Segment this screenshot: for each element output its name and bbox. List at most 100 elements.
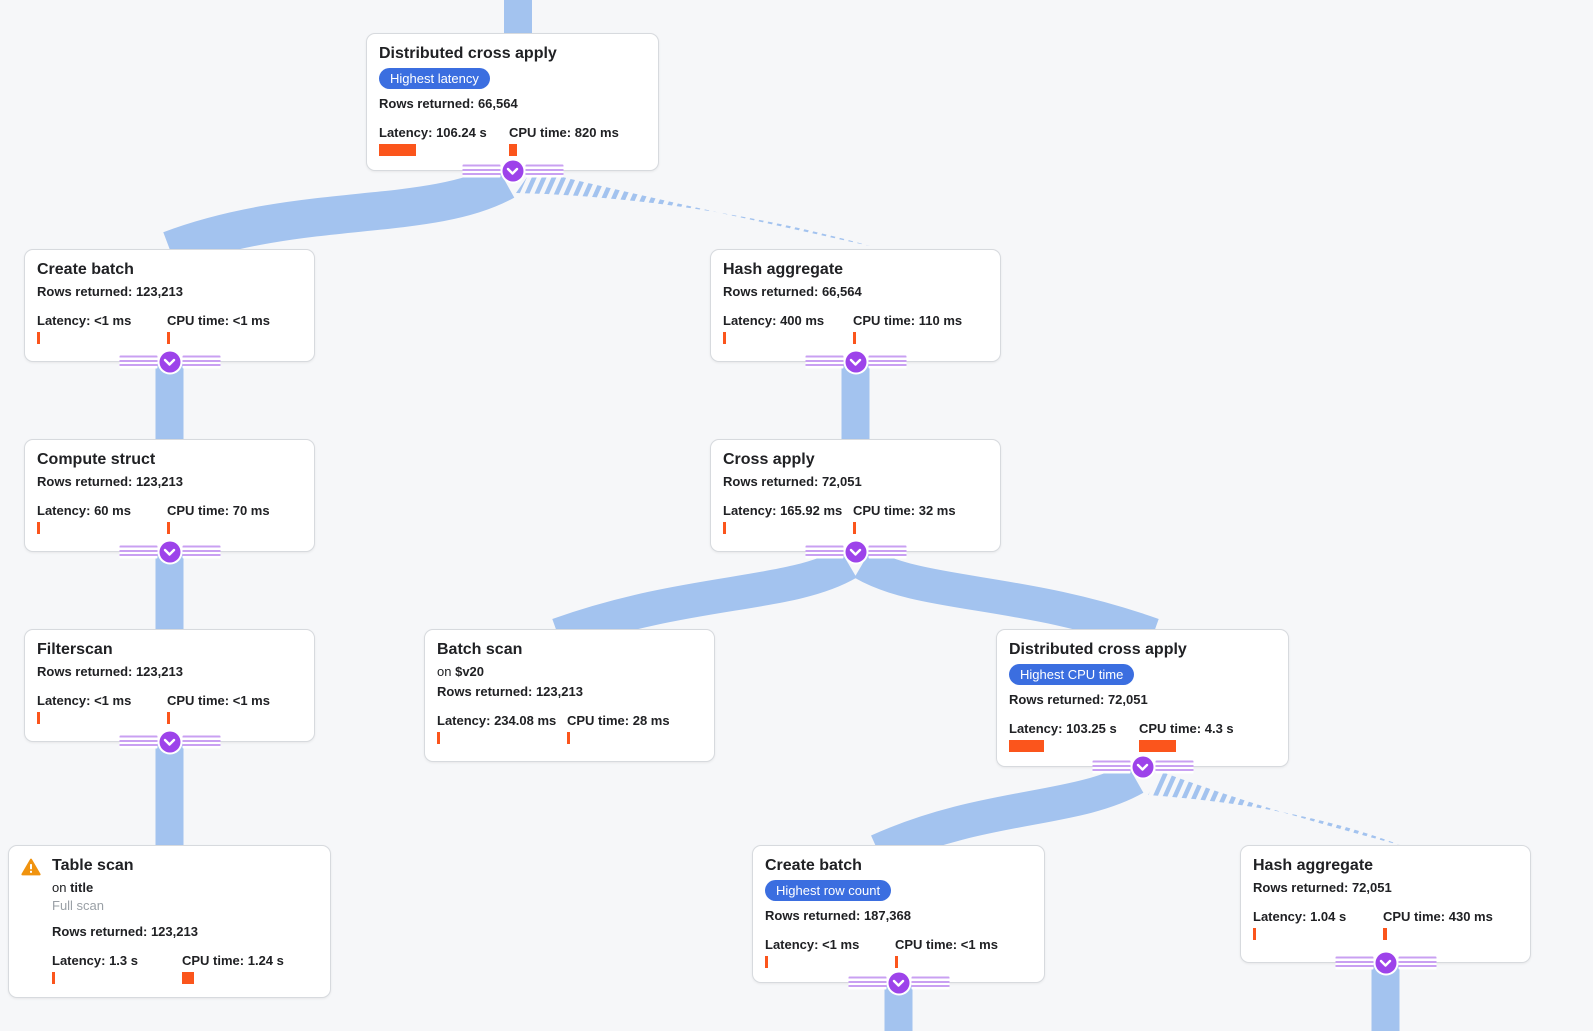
node-compute-struct[interactable]: Compute struct Rows returned: 123,213 La… xyxy=(24,439,315,552)
collapse-button[interactable] xyxy=(119,541,220,563)
collapse-button[interactable] xyxy=(1092,756,1193,778)
latency-label: Latency: 103.25 s xyxy=(1009,721,1117,736)
cpu-time-label: CPU time: 820 ms xyxy=(509,125,619,140)
collapse-button[interactable] xyxy=(462,160,563,182)
cpu-time-bar xyxy=(182,972,194,984)
cpu-time-bar xyxy=(567,732,570,744)
chevron-down-icon xyxy=(888,972,909,994)
node-distributed-cross-apply-root[interactable]: Distributed cross apply Highest latency … xyxy=(366,33,659,171)
latency-bar xyxy=(437,732,440,744)
latency-label: Latency: <1 ms xyxy=(37,313,132,328)
collapse-handle xyxy=(119,735,157,749)
collapse-handle xyxy=(525,164,563,178)
rows-returned-label: Rows returned: 66,564 xyxy=(723,284,862,299)
collapse-handle xyxy=(911,976,949,990)
latency-bar xyxy=(1253,928,1256,940)
cpu-time-bar xyxy=(167,332,170,344)
latency-bar xyxy=(765,956,768,968)
cpu-time-label: CPU time: 110 ms xyxy=(853,313,963,328)
collapse-button[interactable] xyxy=(848,972,949,994)
collapse-button[interactable] xyxy=(119,731,220,753)
highest-cpu-time-badge: Highest CPU time xyxy=(1009,664,1135,685)
rows-returned-label: Rows returned: 66,564 xyxy=(379,96,518,111)
cpu-time-label: CPU time: <1 ms xyxy=(167,693,270,708)
collapse-handle xyxy=(182,355,220,369)
metrics-row: Latency: <1 ms CPU time: <1 ms xyxy=(765,937,1032,968)
edge-root-to-create-batch xyxy=(163,164,515,268)
latency-label: Latency: 106.24 s xyxy=(379,125,487,140)
collapse-handle xyxy=(182,545,220,559)
metrics-row: Latency: 234.08 ms CPU time: 28 ms xyxy=(437,713,702,744)
collapse-handle xyxy=(848,976,886,990)
node-cross-apply[interactable]: Cross apply Rows returned: 72,051 Latenc… xyxy=(710,439,1001,552)
node-title: Hash aggregate xyxy=(723,261,844,278)
chevron-down-icon xyxy=(845,541,866,563)
scan-target: on $v20 xyxy=(437,664,485,679)
collapse-handle xyxy=(1398,956,1436,970)
metrics-row: Latency: 1.3 s CPU time: 1.24 s xyxy=(52,953,318,984)
rows-returned-label: Rows returned: 72,051 xyxy=(723,474,862,489)
rows-returned-label: Rows returned: 123,213 xyxy=(437,684,583,699)
edge-filterscan-to-table-scan xyxy=(155,741,184,846)
cpu-time-label: CPU time: 430 ms xyxy=(1383,909,1493,924)
scan-type-note: Full scan xyxy=(52,898,105,913)
node-title: Compute struct xyxy=(37,451,156,468)
chevron-down-icon xyxy=(1132,756,1153,778)
metrics-row: Latency: 60 ms CPU time: 70 ms xyxy=(37,503,302,534)
node-hash-aggregate[interactable]: Hash aggregate Rows returned: 66,564 Lat… xyxy=(710,249,1001,362)
rows-returned-label: Rows returned: 123,213 xyxy=(37,284,183,299)
latency-bar xyxy=(37,522,40,534)
latency-bar xyxy=(723,332,726,344)
metrics-row: Latency: <1 ms CPU time: <1 ms xyxy=(37,313,302,344)
collapse-button[interactable] xyxy=(1335,952,1436,974)
rows-returned-label: Rows returned: 123,213 xyxy=(37,474,183,489)
cpu-time-label: CPU time: 1.24 s xyxy=(182,953,284,968)
latency-bar xyxy=(37,332,40,344)
node-create-batch[interactable]: Create batch Rows returned: 123,213 Late… xyxy=(24,249,315,362)
edge-cross-apply-to-distributed-cross-apply xyxy=(854,548,1159,652)
highest-row-count-badge: Highest row count xyxy=(765,880,892,901)
rows-returned-label: Rows returned: 72,051 xyxy=(1009,692,1148,707)
warning-icon xyxy=(21,858,52,984)
collapse-button[interactable] xyxy=(805,541,906,563)
collapse-handle xyxy=(1335,956,1373,970)
latency-bar xyxy=(37,712,40,724)
cpu-time-label: CPU time: <1 ms xyxy=(167,313,270,328)
latency-label: Latency: 234.08 ms xyxy=(437,713,557,728)
node-batch-scan[interactable]: Batch scan on $v20 Rows returned: 123,21… xyxy=(424,629,715,762)
collapse-handle xyxy=(805,545,843,559)
latency-label: Latency: 1.3 s xyxy=(52,953,138,968)
collapse-button[interactable] xyxy=(119,351,220,373)
rows-returned-label: Rows returned: 187,368 xyxy=(765,908,911,923)
node-table-scan[interactable]: Table scan on title Full scan Rows retur… xyxy=(8,845,331,998)
collapse-handle xyxy=(1092,760,1130,774)
edge-root-feed xyxy=(504,0,532,34)
node-hash-aggregate-bottom[interactable]: Hash aggregate Rows returned: 72,051 Lat… xyxy=(1240,845,1531,963)
cpu-time-label: CPU time: 28 ms xyxy=(567,713,670,728)
edge-compute-struct-to-filterscan xyxy=(155,551,184,630)
collapse-handle xyxy=(119,355,157,369)
latency-bar xyxy=(723,522,726,534)
node-create-batch-bottom[interactable]: Create batch Highest row count Rows retu… xyxy=(752,845,1045,983)
scan-target: on title xyxy=(52,880,94,895)
node-title: Table scan xyxy=(52,857,134,874)
latency-label: Latency: 60 ms xyxy=(37,503,131,518)
node-filterscan[interactable]: Filterscan Rows returned: 123,213 Latenc… xyxy=(24,629,315,742)
collapse-button[interactable] xyxy=(805,351,906,373)
rows-returned-label: Rows returned: 123,213 xyxy=(52,924,198,939)
cpu-time-label: CPU time: 70 ms xyxy=(167,503,270,518)
rows-returned-label: Rows returned: 123,213 xyxy=(37,664,183,679)
metrics-row: Latency: 103.25 s CPU time: 4.3 s xyxy=(1009,721,1276,752)
highest-latency-badge: Highest latency xyxy=(379,68,490,89)
edge-create-batch-to-compute-struct xyxy=(155,361,184,440)
node-title: Create batch xyxy=(37,261,134,278)
cpu-time-label: CPU time: <1 ms xyxy=(895,937,998,952)
cpu-time-bar xyxy=(895,956,898,968)
cpu-time-bar xyxy=(853,332,856,344)
metrics-row: Latency: 165.92 ms CPU time: 32 ms xyxy=(723,503,988,534)
collapse-handle xyxy=(462,164,500,178)
node-distributed-cross-apply[interactable]: Distributed cross apply Highest CPU time… xyxy=(996,629,1289,767)
cpu-time-bar xyxy=(509,144,517,156)
